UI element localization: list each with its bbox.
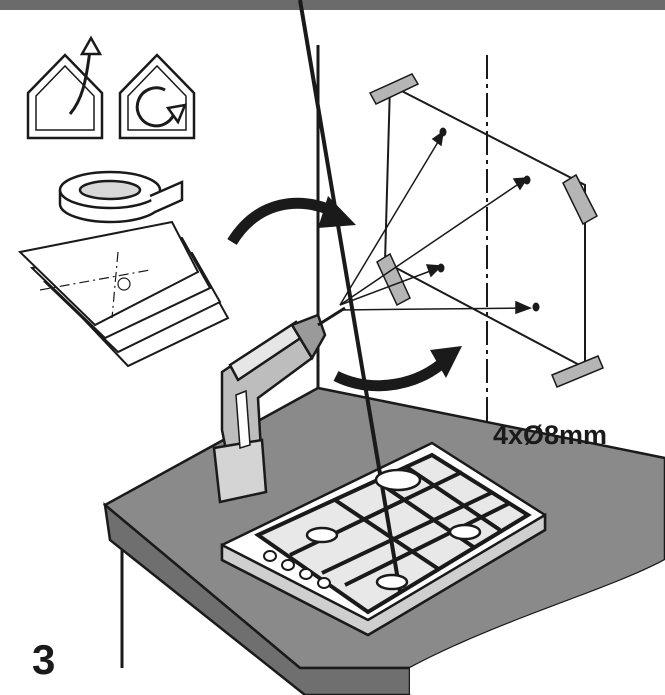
adhesive-tape-roll-icon (58, 170, 184, 224)
drill-holes (437, 127, 540, 312)
gas-hob (220, 0, 547, 637)
step-number: 3 (32, 636, 56, 683)
power-drill (212, 306, 346, 504)
paper-drilling-template-icon (17, 220, 230, 368)
house-recirculation-icon (118, 53, 196, 140)
wall-template-paper (368, 73, 604, 388)
drill-hole (532, 302, 540, 312)
curved-arrow-lower (333, 346, 462, 392)
hole-size-label: 4xØ8mm (493, 420, 608, 450)
drill-direction-lines (339, 130, 533, 315)
house-exhaust-icon (26, 35, 104, 140)
top-bar (0, 0, 665, 10)
